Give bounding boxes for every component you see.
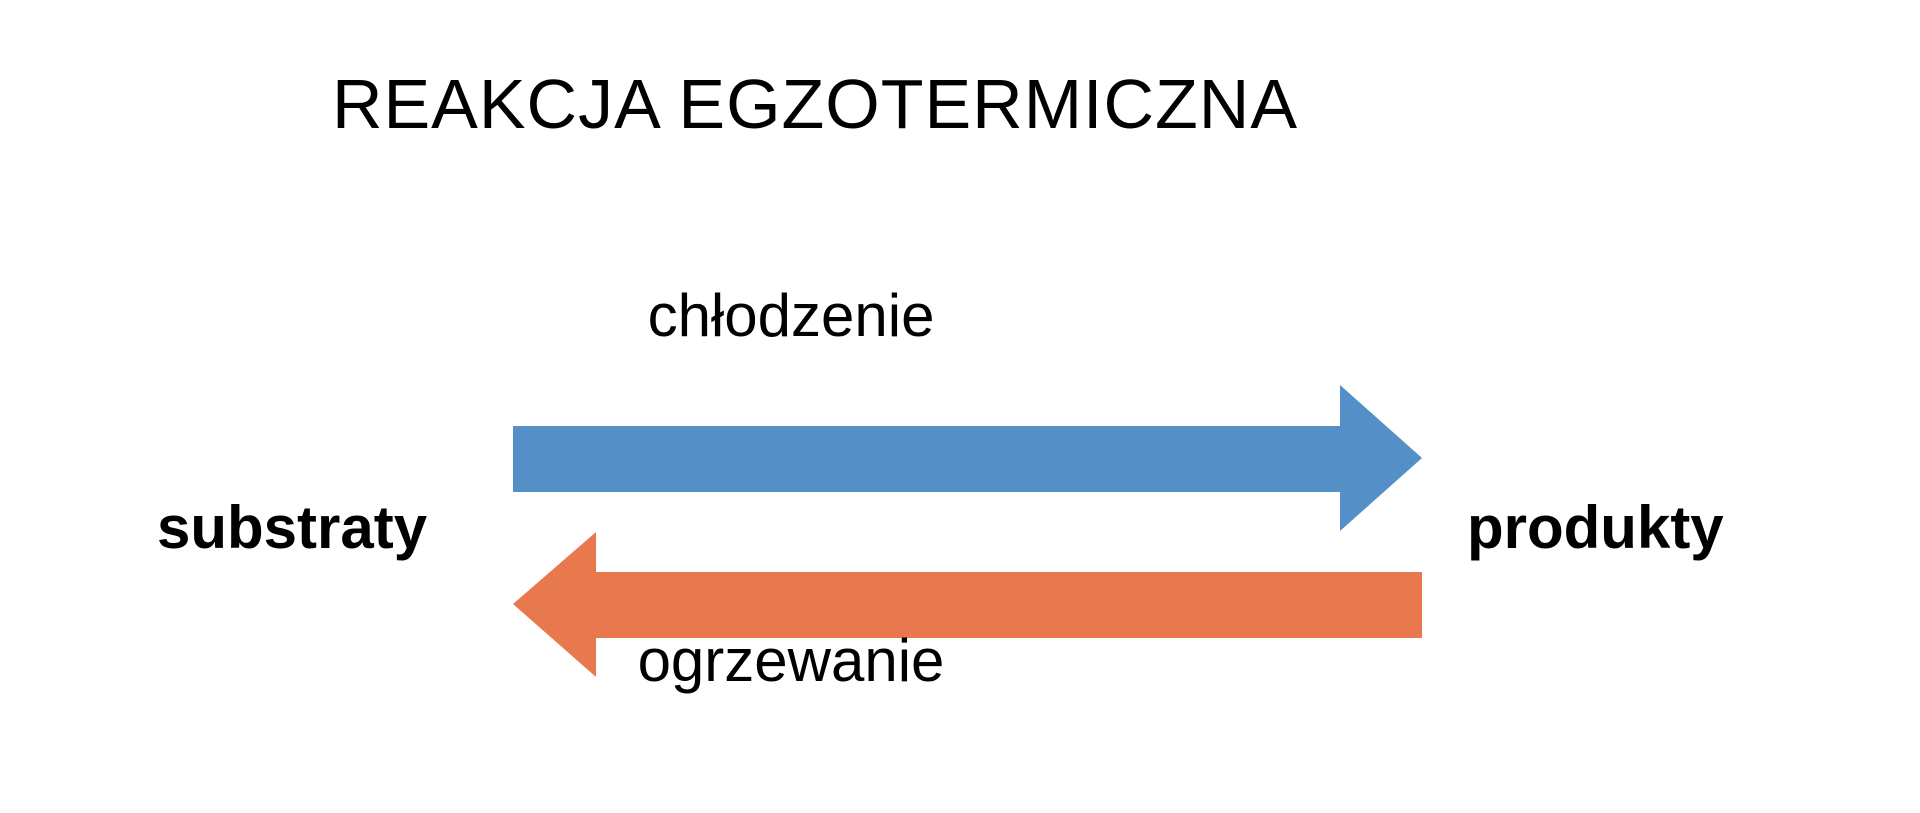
forward-arrow-label: chłodzenie — [647, 282, 935, 349]
diagram-title: REAKCJA EGZOTERMICZNA — [331, 65, 1299, 143]
substrates-label: substraty — [157, 494, 428, 561]
reverse-arrow-label: ogrzewanie — [637, 627, 945, 694]
products-label: produkty — [1467, 494, 1724, 561]
reverse-arrow-icon — [513, 532, 1422, 677]
forward-arrow-icon — [513, 385, 1422, 531]
